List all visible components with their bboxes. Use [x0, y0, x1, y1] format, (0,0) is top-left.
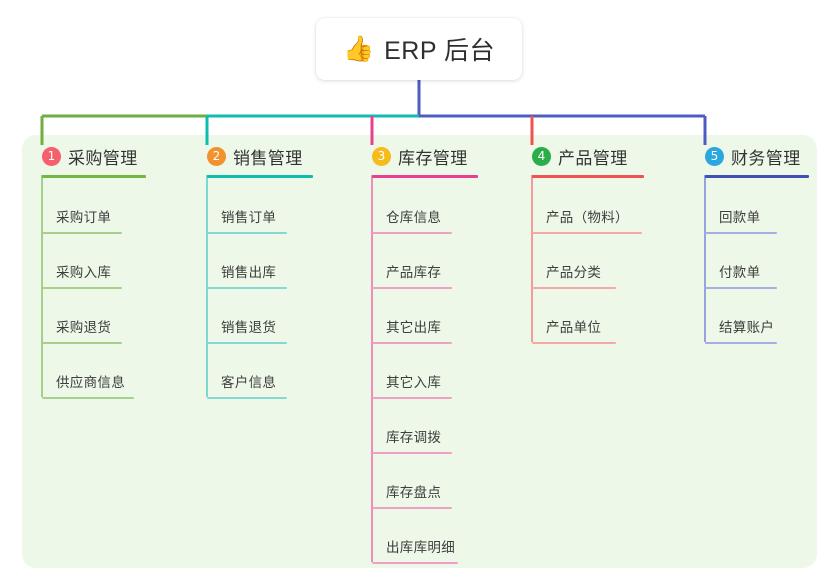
list-item[interactable]: 客户信息 — [207, 374, 287, 399]
list-item-label: 其它入库 — [386, 375, 442, 390]
list-item-label: 销售退货 — [221, 320, 277, 335]
list-item-underline — [42, 232, 122, 234]
list-item-label: 采购入库 — [56, 265, 112, 280]
list-item-underline — [532, 287, 616, 289]
list-item[interactable]: 仓库信息 — [372, 209, 452, 234]
column-2: 2 销售管理 — [207, 143, 313, 178]
list-item[interactable]: 出库库明细 — [372, 539, 458, 564]
column-header-4[interactable]: 4 产品管理 — [532, 143, 644, 169]
list-item[interactable]: 销售退货 — [207, 319, 287, 344]
column-title: 销售管理 — [233, 148, 303, 168]
list-item[interactable]: 销售订单 — [207, 209, 287, 234]
list-item-underline — [705, 232, 777, 234]
column-1: 1 采购管理 — [42, 143, 146, 178]
column-number-badge: 2 — [207, 146, 226, 166]
list-item-label: 采购订单 — [56, 210, 112, 225]
column-5: 5 财务管理 — [705, 143, 809, 178]
list-item-label: 回款单 — [719, 210, 761, 225]
list-item[interactable]: 付款单 — [705, 264, 777, 289]
column-title: 产品管理 — [558, 148, 628, 168]
list-item[interactable]: 结算账户 — [705, 319, 777, 344]
list-item[interactable]: 产品单位 — [532, 319, 616, 344]
list-item-underline — [372, 397, 452, 399]
column-title: 财务管理 — [731, 148, 801, 168]
list-item-underline — [207, 342, 287, 344]
list-item-underline — [532, 342, 616, 344]
list-item-underline — [207, 397, 287, 399]
column-header-5[interactable]: 5 财务管理 — [705, 143, 809, 169]
list-item-underline — [705, 287, 777, 289]
column-number-badge: 4 — [532, 146, 551, 166]
root-title: ERP 后台 — [384, 37, 496, 65]
list-item-label: 供应商信息 — [56, 375, 125, 390]
column-underline — [42, 175, 146, 178]
list-item[interactable]: 采购入库 — [42, 264, 122, 289]
thumbs-up-icon: 👍 — [342, 34, 375, 63]
list-item-label: 产品（物料） — [546, 210, 629, 225]
column-number-badge: 1 — [42, 146, 61, 166]
list-item[interactable]: 供应商信息 — [42, 374, 134, 399]
list-item-label: 库存盘点 — [386, 485, 442, 500]
list-item[interactable]: 回款单 — [705, 209, 777, 234]
diagram-panel — [22, 135, 817, 568]
list-item[interactable]: 产品库存 — [372, 264, 452, 289]
column-number-badge: 5 — [705, 146, 724, 166]
list-item-underline — [372, 232, 452, 234]
list-item-label: 其它出库 — [386, 320, 442, 335]
list-item-underline — [705, 342, 777, 344]
column-number-badge: 3 — [372, 146, 391, 166]
list-item[interactable]: 销售出库 — [207, 264, 287, 289]
list-item-underline — [42, 287, 122, 289]
list-item[interactable]: 库存调拨 — [372, 429, 452, 454]
list-item-underline — [372, 452, 452, 454]
list-item-label: 产品分类 — [546, 265, 602, 280]
list-item-underline — [42, 397, 134, 399]
list-item[interactable]: 其它入库 — [372, 374, 452, 399]
list-item-label: 销售出库 — [221, 265, 277, 280]
list-item-label: 结算账户 — [719, 320, 775, 335]
column-underline — [207, 175, 313, 178]
list-item[interactable]: 采购订单 — [42, 209, 122, 234]
list-item-label: 产品库存 — [386, 265, 442, 280]
column-3: 3 库存管理 — [372, 143, 478, 178]
list-item-label: 产品单位 — [546, 320, 602, 335]
list-item-label: 客户信息 — [221, 375, 277, 390]
list-item-underline — [372, 342, 452, 344]
list-item-underline — [207, 287, 287, 289]
column-header-1[interactable]: 1 采购管理 — [42, 143, 146, 169]
list-item-label: 销售订单 — [221, 210, 277, 225]
root-node[interactable]: 👍 ERP 后台 — [316, 18, 522, 80]
column-4: 4 产品管理 — [532, 143, 644, 178]
list-item[interactable]: 产品分类 — [532, 264, 616, 289]
list-item-underline — [532, 232, 642, 234]
column-title: 库存管理 — [398, 148, 468, 168]
column-underline — [532, 175, 644, 178]
list-item[interactable]: 产品（物料） — [532, 209, 642, 234]
column-underline — [372, 175, 478, 178]
list-item-label: 付款单 — [719, 265, 761, 280]
list-item-underline — [372, 507, 452, 509]
list-item-underline — [372, 287, 452, 289]
column-header-2[interactable]: 2 销售管理 — [207, 143, 313, 169]
list-item-underline — [42, 342, 122, 344]
list-item-label: 仓库信息 — [386, 210, 442, 225]
list-item-underline — [372, 562, 458, 564]
list-item-label: 出库库明细 — [386, 540, 455, 555]
column-header-3[interactable]: 3 库存管理 — [372, 143, 478, 169]
list-item[interactable]: 其它出库 — [372, 319, 452, 344]
list-item[interactable]: 采购退货 — [42, 319, 122, 344]
list-item-label: 采购退货 — [56, 320, 112, 335]
column-underline — [705, 175, 809, 178]
list-item-underline — [207, 232, 287, 234]
list-item[interactable]: 库存盘点 — [372, 484, 452, 509]
list-item-label: 库存调拨 — [386, 430, 442, 445]
column-title: 采购管理 — [68, 148, 138, 168]
